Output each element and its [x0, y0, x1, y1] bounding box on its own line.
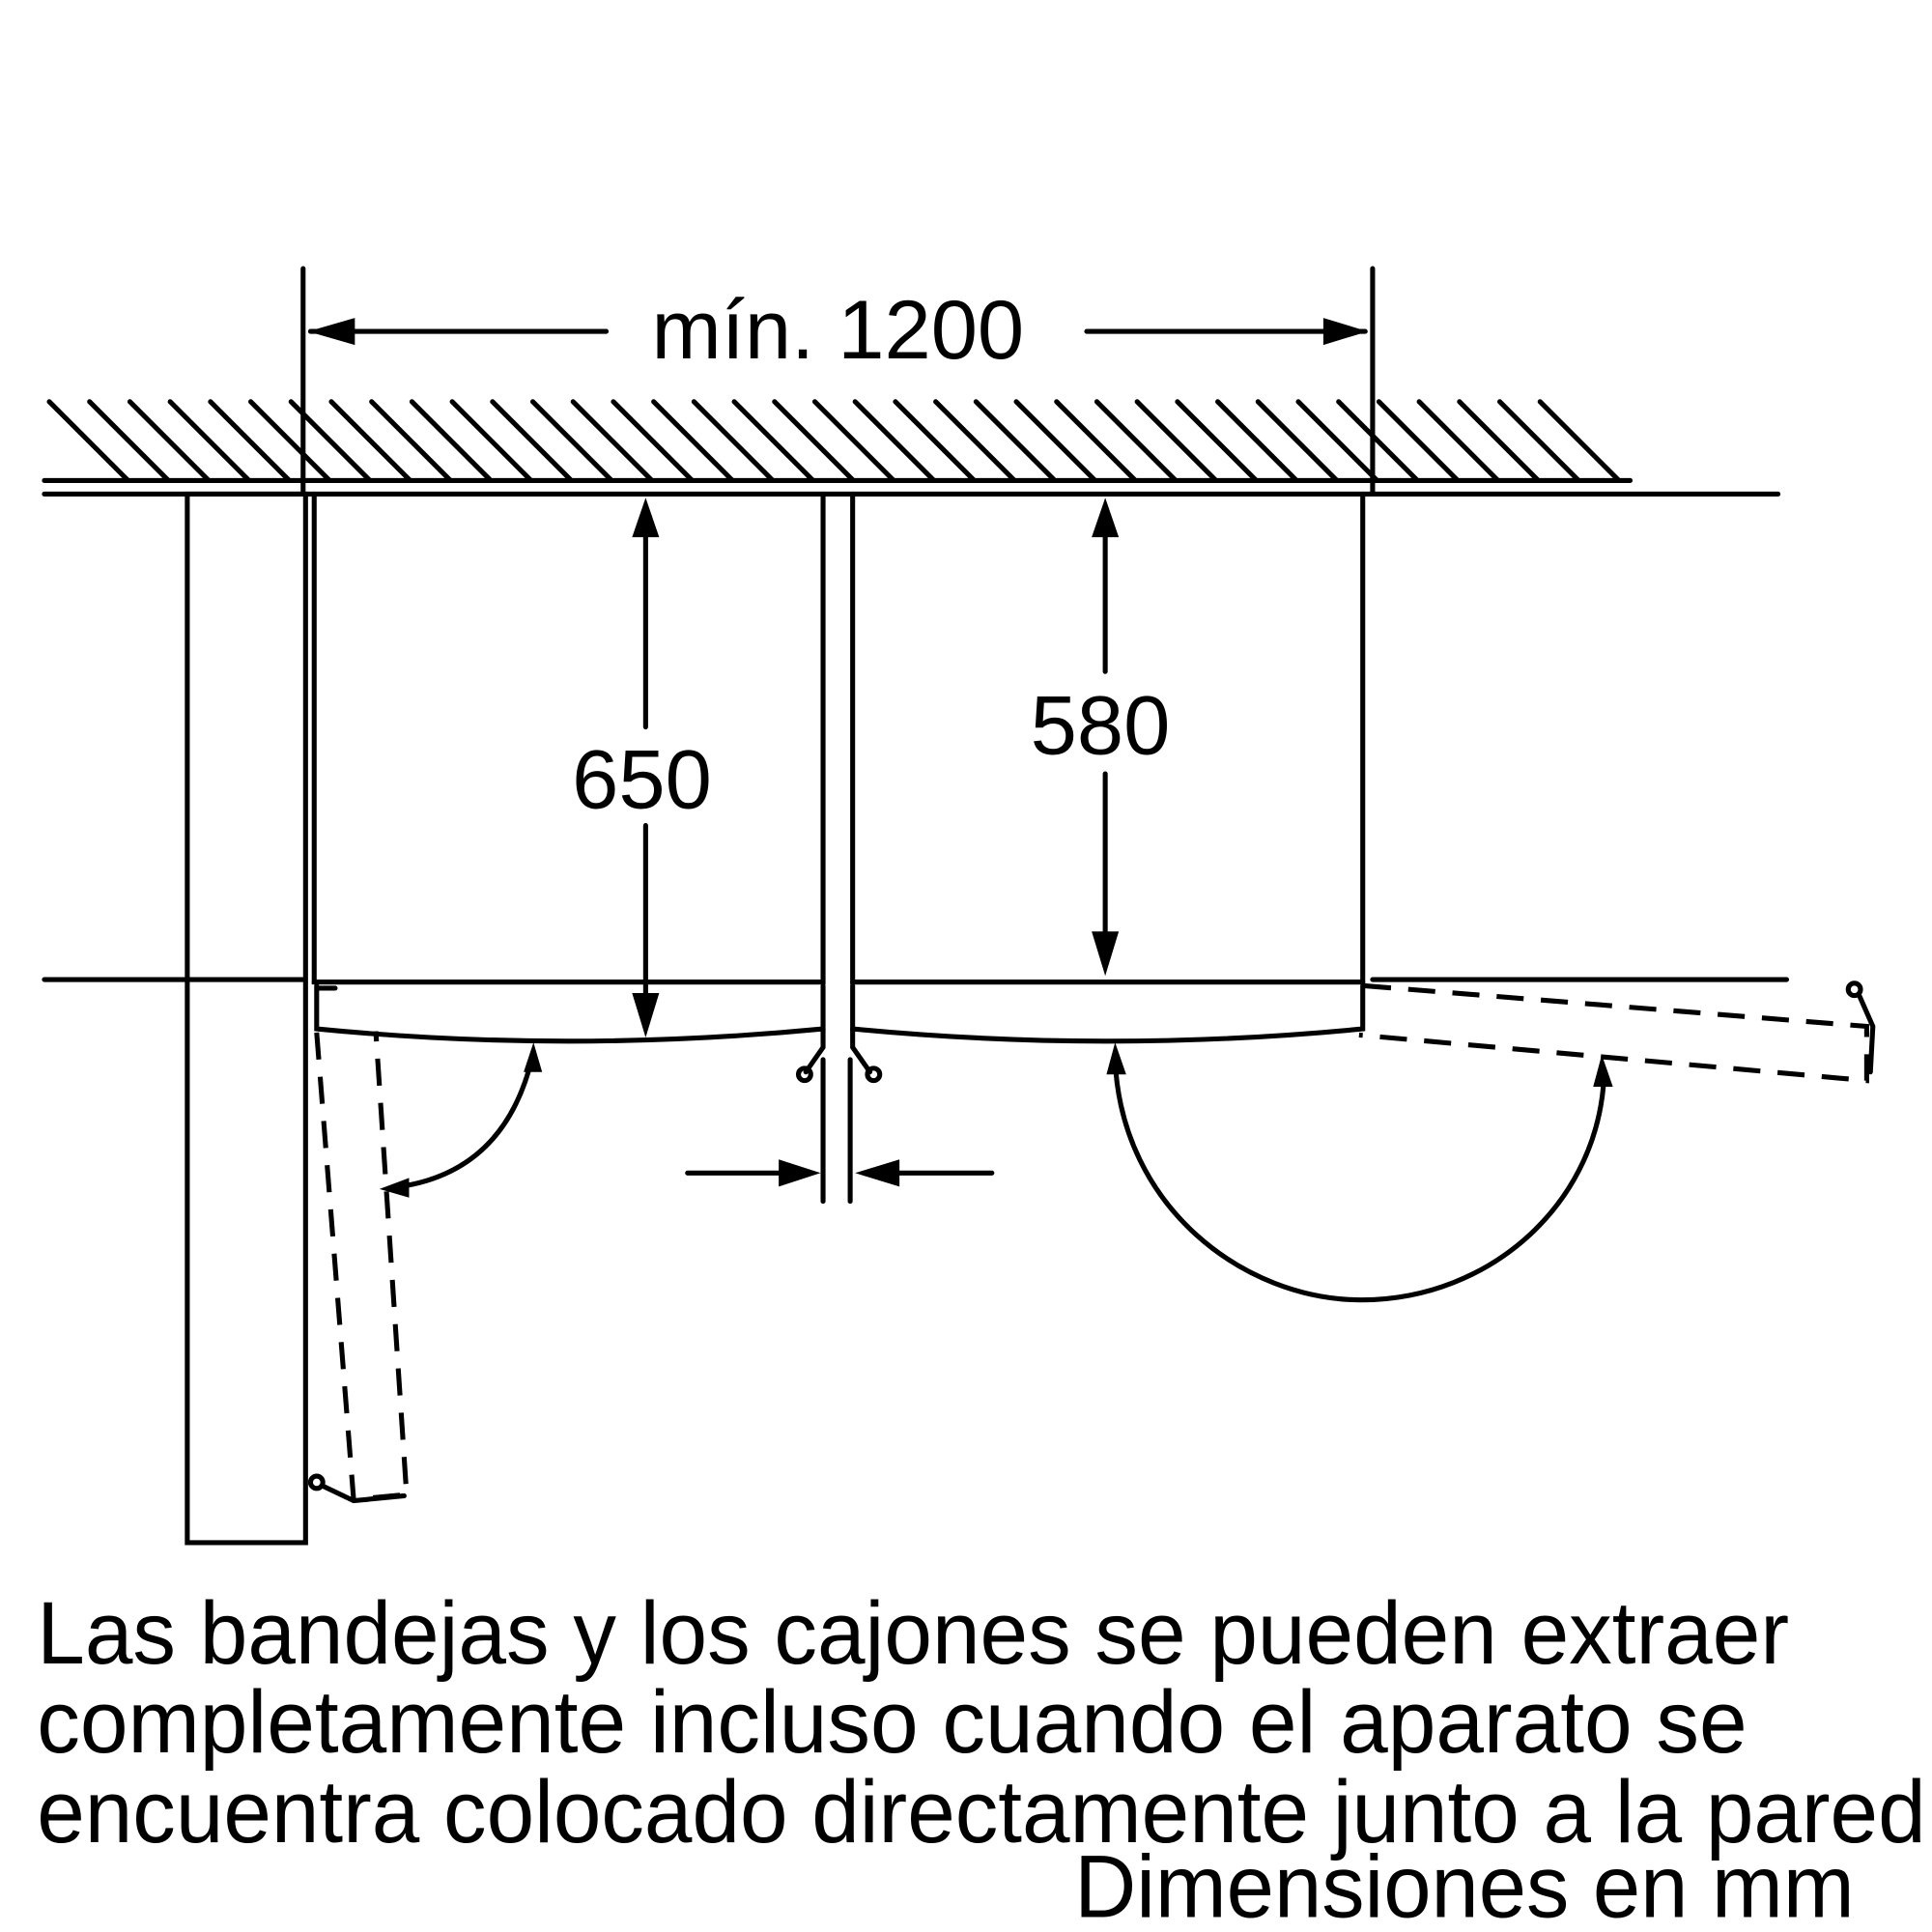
hinge-icon — [865, 1065, 883, 1084]
arrowhead — [632, 993, 660, 1037]
depth-650-label: 650 — [572, 733, 712, 827]
width-label: mín. 1200 — [652, 283, 1025, 377]
hatch-line — [1336, 399, 1420, 483]
hatch-line — [208, 399, 293, 483]
hatch-line — [46, 399, 131, 483]
note-line-2: completamente incluso cuando el aparato … — [37, 1673, 1747, 1772]
hatch-line — [248, 399, 332, 483]
hatch-line — [933, 399, 1017, 483]
arrowhead — [1322, 318, 1368, 346]
arrowhead — [855, 1159, 900, 1187]
hatch-line — [1094, 399, 1179, 483]
arrowhead — [1092, 497, 1120, 538]
appliance-left-body — [311, 491, 826, 985]
arrowhead — [1092, 931, 1120, 977]
hatch-line — [1416, 399, 1501, 483]
hatch-line — [611, 399, 696, 483]
appliance-left-door — [314, 982, 826, 1044]
hinge-icon — [795, 1065, 813, 1084]
hatch-line — [409, 399, 494, 483]
arrowhead — [307, 318, 355, 346]
hatch-line — [731, 399, 816, 483]
hatch-line — [1496, 399, 1581, 483]
hatch-line — [852, 399, 937, 483]
hatch-line — [1376, 399, 1461, 483]
side-wall — [185, 491, 308, 1546]
hatch-line — [490, 399, 575, 483]
hatch-line — [1537, 399, 1622, 483]
hatch-line — [1134, 399, 1219, 483]
wall-hatching — [46, 399, 1622, 483]
left-door-open-position — [314, 1031, 410, 1503]
hatch-line — [1054, 399, 1138, 483]
hatch-line — [167, 399, 252, 483]
appliance-right-door — [850, 982, 1366, 1044]
hatch-line — [529, 399, 614, 483]
right-swing-arc — [1112, 1057, 1607, 1303]
hatch-line — [449, 399, 534, 483]
depth-580-label: 580 — [1031, 679, 1171, 773]
hatch-line — [1457, 399, 1542, 483]
hatch-line — [1175, 399, 1260, 483]
hinge-icon — [307, 1473, 326, 1492]
note-line-3: encuentra colocado directamente junto a … — [37, 1763, 1925, 1861]
units-label: Dimensiones en mm — [1074, 1838, 1854, 1932]
hatch-line — [893, 399, 978, 483]
hatch-line — [811, 399, 896, 483]
hatch-line — [1215, 399, 1299, 483]
hatch-line — [1255, 399, 1340, 483]
hatch-line — [651, 399, 735, 483]
hatch-line — [772, 399, 856, 483]
hatch-line — [87, 399, 171, 483]
note-line-1: Las bandejas y los cajones se pueden ext… — [37, 1584, 1789, 1683]
hatch-line — [127, 399, 212, 483]
hatch-line — [328, 399, 413, 483]
arrowhead — [779, 1159, 821, 1187]
hatch-line — [1013, 399, 1098, 483]
hinge-icon — [1845, 980, 1863, 999]
left-swing-arc — [397, 1054, 535, 1189]
hatch-line — [1295, 399, 1380, 483]
hatch-line — [570, 399, 655, 483]
right-door-open-position — [1358, 982, 1869, 1084]
hatch-line — [973, 399, 1058, 483]
hatch-line — [691, 399, 776, 483]
arrowhead — [632, 497, 660, 538]
hatch-line — [369, 399, 453, 483]
